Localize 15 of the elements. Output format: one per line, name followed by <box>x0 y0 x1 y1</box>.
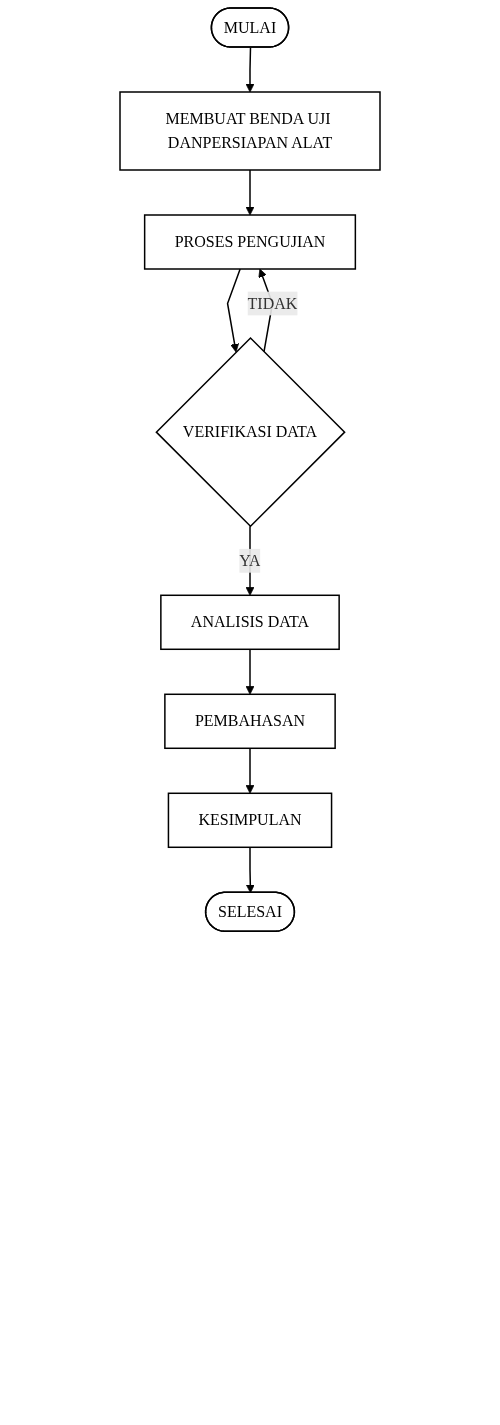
node-box: MEMBUAT BENDA UJI DANPERSIAPAN ALAT <box>119 91 381 171</box>
arrow <box>245 46 255 93</box>
arrow <box>245 648 255 695</box>
edge-label: TIDAK <box>247 294 298 312</box>
arrow <box>245 747 255 794</box>
node-box: ANALISIS DATA <box>160 594 340 651</box>
arrow <box>245 846 255 894</box>
edge-label: YA <box>239 551 261 569</box>
node-box: PEMBAHASAN <box>164 693 336 750</box>
node-box: PROSES PENGUJIAN <box>143 214 357 270</box>
node-diamond: VERIFIKASI DATA <box>155 336 346 528</box>
arrow <box>245 525 255 596</box>
arrow <box>226 268 241 353</box>
arrow <box>245 169 255 216</box>
node-box: KESIMPULAN <box>167 792 333 849</box>
